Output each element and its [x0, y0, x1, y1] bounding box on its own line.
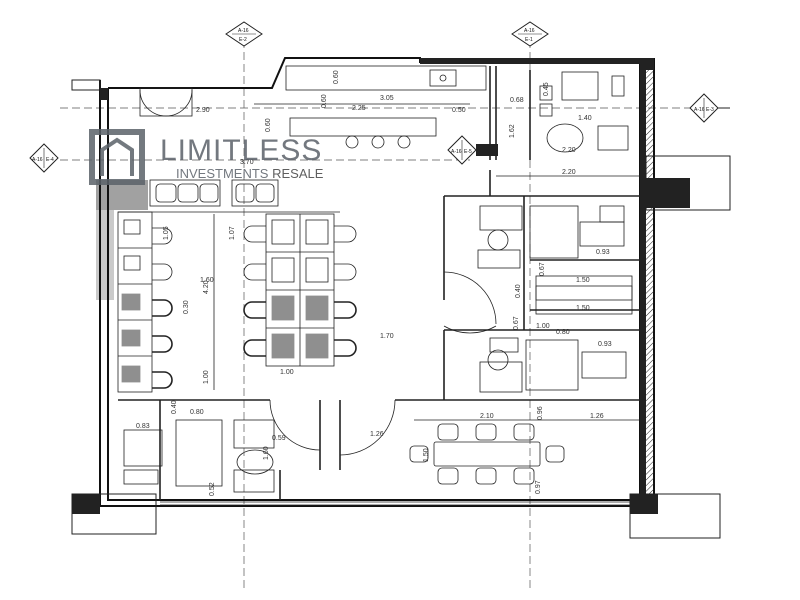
lounge [118, 87, 340, 213]
watermark-subtitle-resale: RESALE [272, 166, 324, 181]
dim-0-60c: 0.60 [265, 118, 272, 132]
limitless-logo-icon [89, 129, 145, 185]
dim-0-93b: 0.93 [598, 341, 612, 348]
dim-0-50: 0.50 [452, 107, 466, 114]
watermark-subtitle: INVESTMENTS RESALE [176, 166, 323, 181]
dim-1-00c: 1.00 [536, 323, 550, 330]
meeting-room [409, 419, 640, 485]
dim-2-90: 2.90 [196, 107, 210, 114]
workstations-center [243, 213, 357, 367]
svg-text:A-16: A-16 [238, 28, 249, 34]
dim-1-05: 1.05 [163, 226, 170, 240]
dim-0-52: 0.52 [209, 482, 216, 496]
dim-0-68: 0.68 [510, 97, 524, 104]
workstations-left [117, 211, 215, 393]
dim-0-96: 0.96 [537, 406, 544, 420]
dim-1-50b: 1.50 [576, 305, 590, 312]
section-marker-top-left: A-16 E-2 [225, 21, 263, 47]
dim-1-62: 1.62 [509, 124, 516, 138]
dim-1-50c: 1.50 [423, 448, 430, 462]
dim-0-60b: 0.60 [321, 94, 328, 108]
dim-1-26b: 1.26 [590, 413, 604, 420]
svg-text:E-2: E-2 [239, 37, 247, 43]
svg-text:A-16: A-16 [32, 157, 43, 163]
wall-hatch-right [646, 62, 654, 502]
svg-text:E-5: E-5 [464, 149, 472, 155]
dim-1-26a: 1.26 [370, 431, 384, 438]
dim-1-70: 1.70 [380, 333, 394, 340]
dim-0-60: 0.60 [333, 70, 340, 84]
svg-text:E-1: E-1 [525, 37, 533, 43]
dim-0-67: 0.67 [539, 262, 546, 276]
dim-2-20b: 2.20 [562, 169, 576, 176]
dimension-labels: 3.05 0.60 0.50 0.68 0.45 1.40 2.90 2.25 … [136, 70, 612, 496]
dim-2-20a: 2.20 [562, 147, 576, 154]
dim-4-20: 4.20 [203, 280, 210, 294]
section-marker-left: A-16 E-4 [29, 143, 59, 173]
watermark-title: LIMITLESS [160, 134, 323, 167]
svg-text:E-3: E-3 [706, 107, 714, 113]
grey-shade-left-lower [96, 210, 114, 300]
dim-1-00a: 1.00 [203, 370, 210, 384]
manager-office [123, 419, 275, 493]
dim-0-30: 0.30 [183, 300, 190, 314]
dim-0-40: 0.40 [515, 284, 522, 298]
dim-0-93a: 0.93 [596, 249, 610, 256]
dim-0-40b: 0.40 [171, 400, 178, 414]
dim-1-40: 1.40 [578, 115, 592, 122]
dim-0-97: 0.97 [535, 480, 542, 494]
axis-lines [60, 40, 690, 590]
dim-1-60: 1.60 [200, 277, 214, 284]
svg-text:A-16: A-16 [451, 149, 462, 155]
section-marker-top-right: A-16 E-1 [511, 21, 549, 47]
dim-0-45: 0.45 [543, 82, 550, 96]
outer-walls [99, 57, 655, 507]
dim-0-59: 0.59 [272, 435, 286, 442]
interior-walls [118, 66, 640, 500]
dim-2-25: 2.25 [352, 105, 366, 112]
dim-1-07: 1.07 [229, 226, 236, 240]
dim-1-60b: 1.60 [263, 446, 270, 460]
office-upper-right [496, 71, 640, 177]
section-marker-middle: A-16 E-5 [447, 135, 498, 165]
office-lower-right [479, 337, 627, 393]
wall-hatch-top [420, 58, 640, 62]
dim-3-05: 3.05 [380, 95, 394, 102]
dim-0-80b: 0.80 [190, 409, 204, 416]
columns [71, 79, 731, 539]
svg-text:E-4: E-4 [46, 157, 54, 163]
dim-1-50a: 1.50 [576, 277, 590, 284]
svg-text:A-16: A-16 [694, 107, 705, 113]
window-bottom [160, 501, 630, 506]
office-middle-right [477, 205, 633, 315]
dim-3-70: 3.70 [240, 159, 254, 166]
kitchen [254, 65, 487, 149]
watermark-subtitle-investments: INVESTMENTS [176, 166, 269, 181]
dim-1-00b: 1.00 [280, 369, 294, 376]
dim-2-10: 2.10 [480, 413, 494, 420]
svg-text:A-16: A-16 [524, 28, 535, 34]
dim-0-80a: 0.80 [556, 329, 570, 336]
section-marker-right: A-16 E-3 [689, 93, 730, 123]
dim-0-67b: 0.67 [513, 316, 520, 330]
dim-0-83: 0.83 [136, 423, 150, 430]
